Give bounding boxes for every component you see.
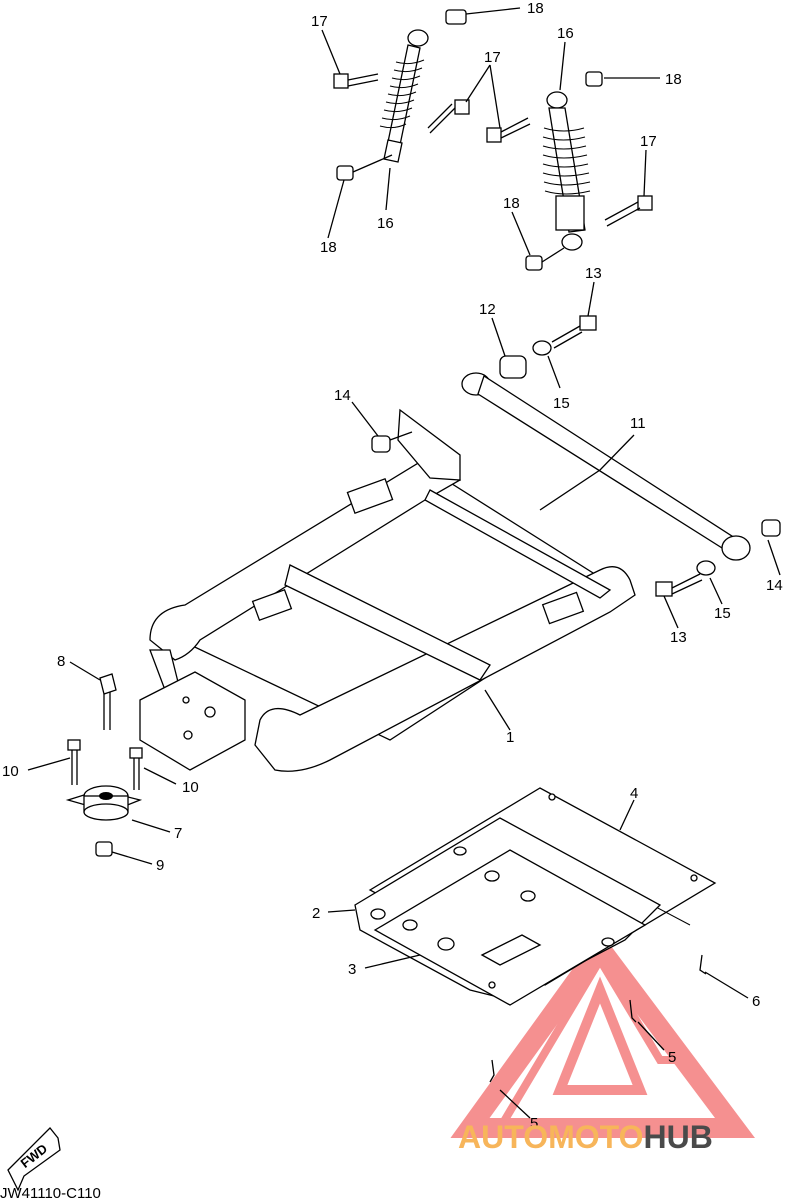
- skid-plates: [354, 787, 717, 1006]
- label-18: 18: [503, 195, 520, 212]
- right-shock-absorber: [486, 71, 653, 271]
- label-10: 10: [182, 779, 199, 796]
- label-14: 14: [334, 387, 351, 404]
- label-3: 3: [348, 961, 356, 978]
- label-5: 5: [530, 1115, 538, 1132]
- label-17: 17: [311, 13, 328, 30]
- label-1: 1: [506, 729, 514, 746]
- label-6: 6: [752, 993, 760, 1010]
- left-shock-absorber: [333, 9, 470, 181]
- label-18: 18: [527, 0, 544, 17]
- fwd-arrow: FWD: [7, 1127, 61, 1192]
- label-16: 16: [557, 25, 574, 42]
- watermark-brand: AUTOMOTOHUB: [458, 1119, 713, 1155]
- label-5: 5: [668, 1049, 676, 1066]
- engine-mount: [65, 673, 143, 857]
- label-11: 11: [630, 415, 646, 432]
- label-17: 17: [484, 49, 501, 66]
- label-10: 10: [2, 763, 19, 780]
- label-9: 9: [156, 857, 164, 874]
- watermark-logo: [450, 931, 755, 1138]
- part-labels: 18 17 17 16 18 17 18 16 18 13 12 15 14 1…: [2, 0, 783, 1132]
- label-7: 7: [174, 825, 182, 842]
- label-12: 12: [479, 301, 496, 318]
- label-14: 14: [766, 577, 783, 594]
- label-4: 4: [630, 785, 638, 802]
- label-16: 16: [377, 215, 394, 232]
- label-13: 13: [585, 265, 602, 282]
- connecting-rod: [461, 315, 781, 597]
- diagram-code: JW41110-C110: [0, 1185, 101, 1202]
- label-17: 17: [640, 133, 657, 150]
- leader-lines: [27, 7, 781, 1119]
- nut-14-upper: [371, 431, 413, 453]
- label-18: 18: [665, 71, 682, 88]
- label-2: 2: [312, 905, 320, 922]
- label-15: 15: [553, 395, 570, 412]
- label-8: 8: [57, 653, 65, 670]
- engine-frame: [139, 408, 636, 772]
- label-15: 15: [714, 605, 731, 622]
- label-18: 18: [320, 239, 337, 256]
- clips: [489, 954, 707, 1083]
- label-13: 13: [670, 629, 687, 646]
